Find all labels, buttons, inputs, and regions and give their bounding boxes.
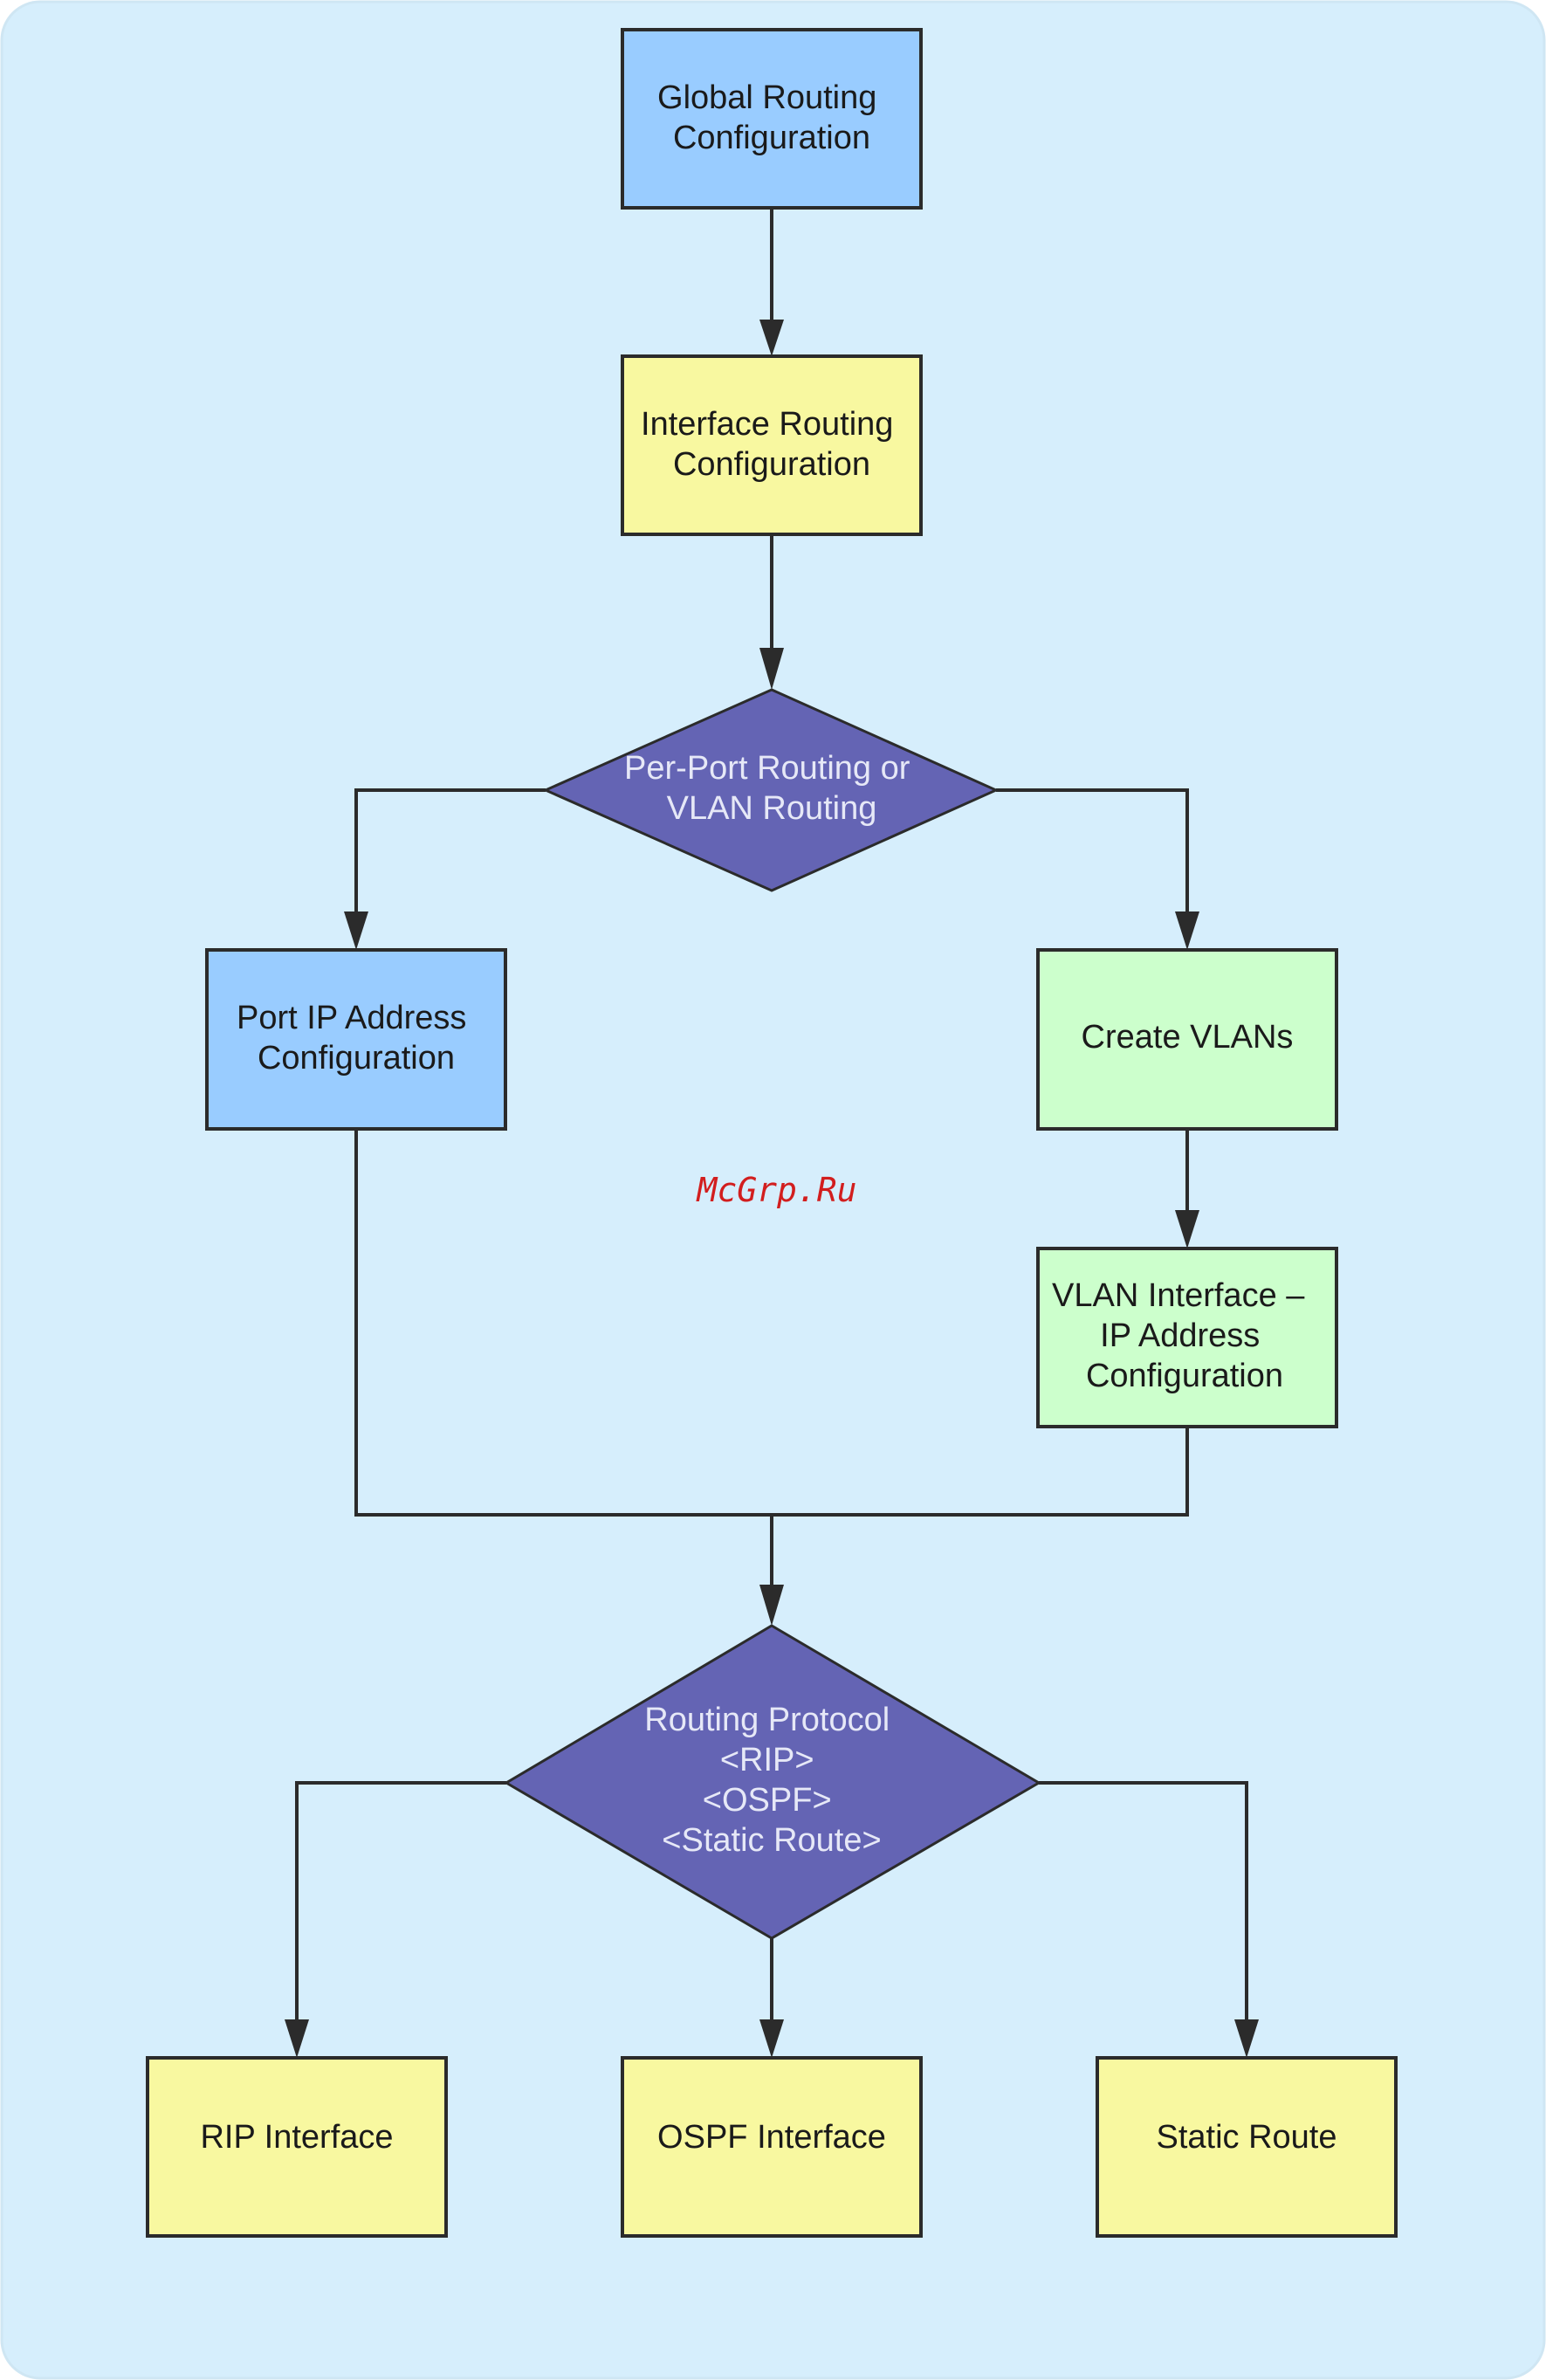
label-line: Global Routing — [657, 79, 876, 116]
node-static-route: Static Route — [1097, 2058, 1396, 2236]
node-interface-routing: Interface Routing Configuration — [622, 356, 921, 534]
label-line: Port IP Address — [237, 1000, 466, 1036]
watermark-text: McGrp.Ru — [695, 1171, 856, 1209]
node-create-vlans: Create VLANs — [1038, 950, 1336, 1129]
node-interface-routing-box — [622, 356, 921, 534]
label-line: Configuration — [258, 1040, 455, 1077]
label-line: Configuration — [673, 120, 870, 156]
label-line: VLAN Interface – — [1052, 1277, 1305, 1314]
label-line: Configuration — [1086, 1358, 1283, 1394]
label-line: Static Route — [1157, 2119, 1337, 2156]
label-line: IP Address — [1100, 1317, 1260, 1354]
label-line: <OSPF> — [703, 1782, 832, 1819]
node-rip-interface: RIP Interface — [148, 2058, 446, 2236]
node-rip-interface-label: RIP Interface — [200, 2119, 393, 2156]
label-line: <RIP> — [720, 1742, 814, 1778]
node-global-routing-box — [622, 30, 921, 208]
label-line: <Static Route> — [662, 1822, 881, 1859]
label-line: Create VLANs — [1082, 1019, 1294, 1056]
label-line: OSPF Interface — [657, 2119, 886, 2156]
node-port-ip: Port IP Address Configuration — [207, 950, 505, 1129]
label-line: VLAN Routing — [667, 790, 877, 827]
label-line: Routing Protocol — [644, 1702, 890, 1738]
label-line: Interface Routing — [641, 406, 893, 443]
node-ospf-interface-label: OSPF Interface — [657, 2119, 886, 2156]
node-vlan-interface-ip: VLAN Interface – IP Address Configuratio… — [1038, 1248, 1336, 1427]
label-line: Configuration — [673, 446, 870, 483]
label-line: RIP Interface — [200, 2119, 393, 2156]
node-global-routing: Global Routing Configuration — [622, 30, 921, 208]
node-ospf-interface: OSPF Interface — [622, 2058, 921, 2236]
node-static-route-label: Static Route — [1157, 2119, 1337, 2156]
label-line: Per-Port Routing or — [624, 750, 910, 787]
node-create-vlans-label: Create VLANs — [1082, 1019, 1294, 1056]
